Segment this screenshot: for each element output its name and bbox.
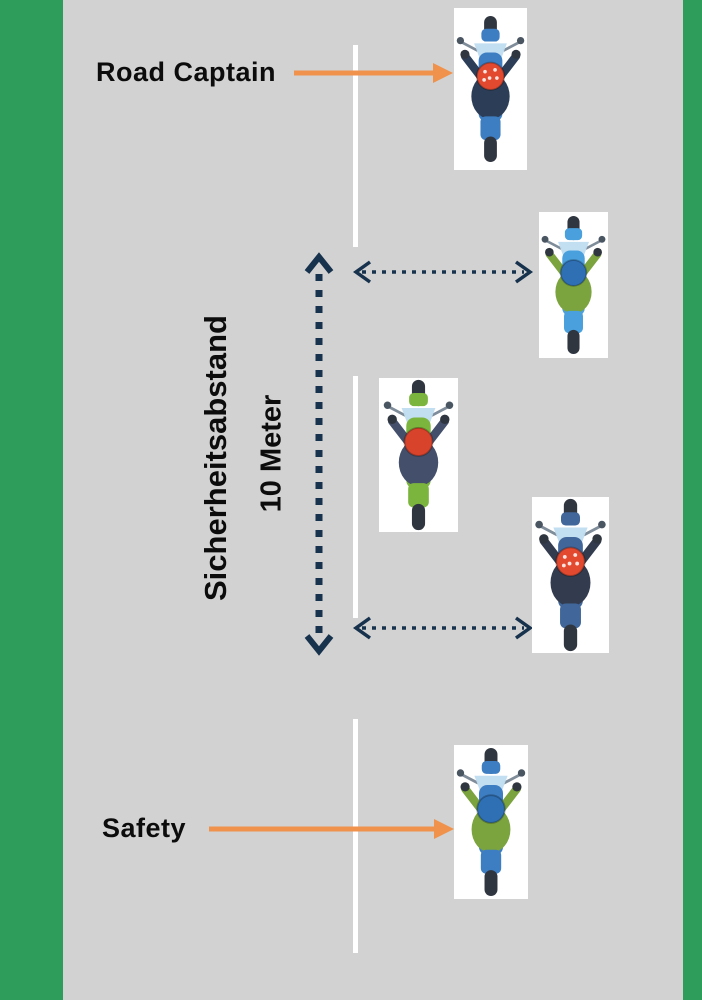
motorcycle-safety-icon bbox=[454, 745, 528, 899]
lane-divider-segment bbox=[353, 719, 358, 953]
road-captain-label: Road Captain bbox=[96, 57, 277, 87]
safety-label: Safety bbox=[102, 813, 187, 843]
safety-distance-label: Sicherheitsabstand bbox=[198, 315, 233, 601]
motorcycle-rider-icon bbox=[379, 378, 458, 532]
safety-pointer-arrow-icon bbox=[209, 819, 454, 839]
lane-divider-segment bbox=[353, 45, 358, 247]
distance-value-label: 10 Meter bbox=[255, 394, 288, 513]
road-captain-pointer-arrow-icon bbox=[294, 63, 453, 83]
vertical-distance-arrow-icon bbox=[304, 252, 334, 656]
roadside-strip-left bbox=[0, 0, 63, 1000]
roadside-strip-right bbox=[683, 0, 702, 1000]
horizontal-distance-arrow-icon bbox=[352, 260, 534, 284]
motorcycle-road-captain-icon bbox=[454, 8, 527, 170]
motorcycle-rider-icon bbox=[532, 497, 609, 653]
lane-divider-segment bbox=[353, 376, 358, 618]
horizontal-distance-arrow-icon bbox=[352, 616, 534, 640]
motorcycle-rider-icon bbox=[539, 212, 608, 358]
